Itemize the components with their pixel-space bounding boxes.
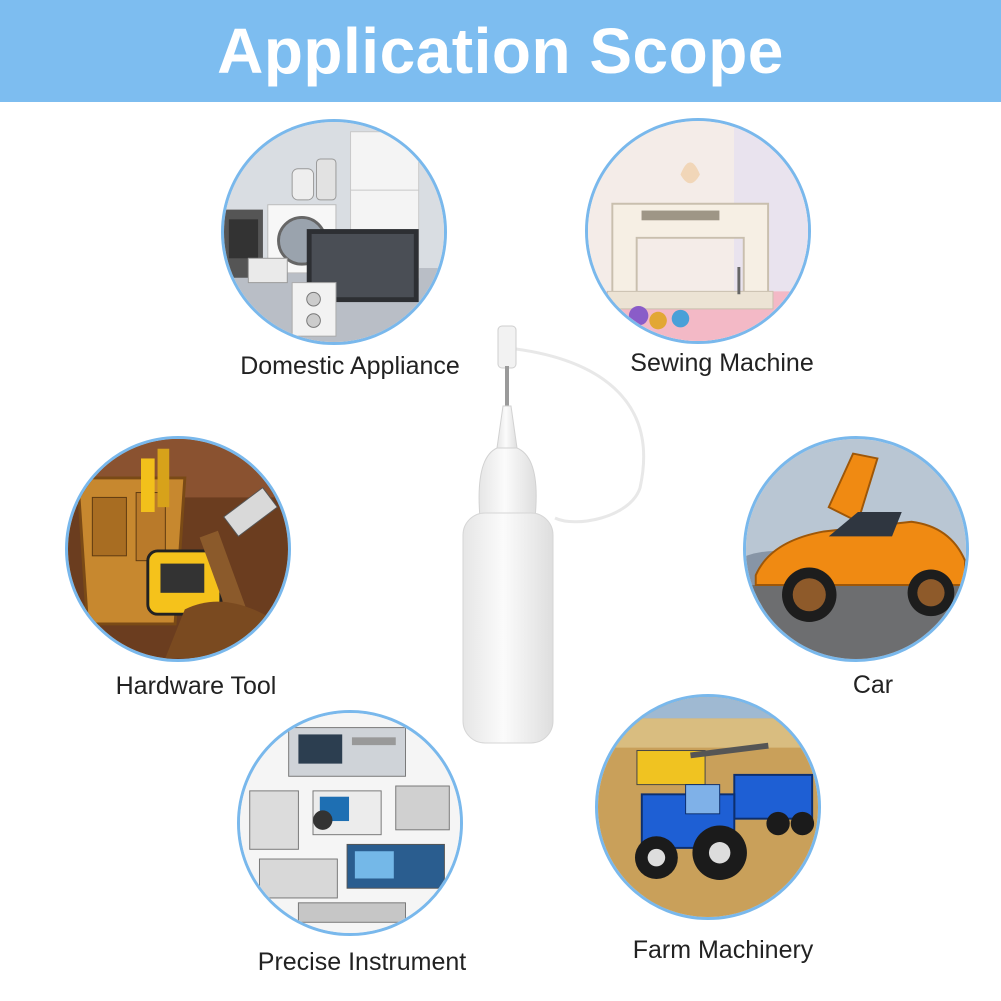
application-label-hardware-tool: Hardware Tool bbox=[115, 672, 277, 700]
car-icon bbox=[743, 436, 969, 662]
application-label-domestic-appliance: Domestic Appliance bbox=[240, 352, 460, 380]
page-title: Application Scope bbox=[217, 15, 784, 87]
header-banner: Application Scope bbox=[0, 0, 1001, 102]
tools-icon bbox=[65, 436, 291, 662]
application-label-sewing-machine: Sewing Machine bbox=[630, 349, 814, 377]
instrument-icon bbox=[237, 710, 463, 936]
appliances-icon bbox=[221, 119, 447, 345]
sewing-machine-icon bbox=[585, 118, 811, 344]
oil-bottle-icon bbox=[445, 318, 655, 748]
application-label-precise-instrument: Precise Instrument bbox=[257, 948, 467, 976]
application-label-farm-machinery: Farm Machinery bbox=[632, 936, 814, 964]
application-label-car: Car bbox=[852, 671, 894, 699]
tractor-icon bbox=[595, 694, 821, 920]
